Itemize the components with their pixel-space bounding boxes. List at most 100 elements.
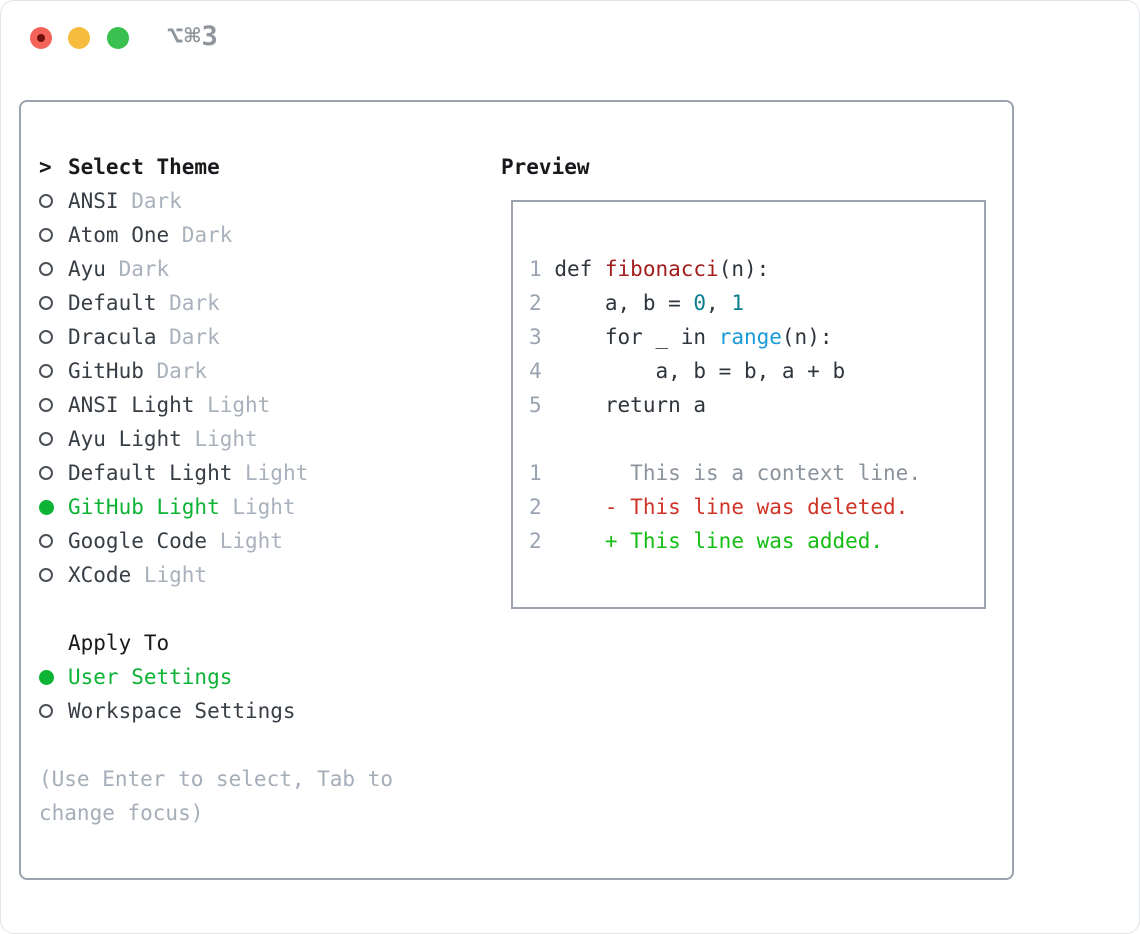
- code-line: 5 return a: [529, 388, 984, 422]
- code-token-code: (n):: [781, 325, 833, 349]
- option-label: Ayu: [68, 257, 106, 281]
- help-text-line1: (Use Enter to select, Tab to: [39, 767, 394, 791]
- code-token-builtin: range: [718, 325, 782, 349]
- spacer: [39, 728, 393, 762]
- code-token-code: a, b = b, a + b: [554, 359, 846, 383]
- option-label: Workspace Settings: [68, 699, 296, 723]
- theme-option-ansi[interactable]: ANSI Dark: [39, 184, 393, 218]
- code-token-code: (n):: [718, 257, 770, 281]
- radio-icon: [39, 499, 68, 515]
- code-token-code: for _ in: [554, 325, 719, 349]
- close-button[interactable]: [30, 27, 52, 49]
- theme-variant: Dark: [118, 257, 170, 281]
- radio-icon: [39, 296, 68, 310]
- code-line: 2 a, b = 0, 1: [529, 286, 984, 320]
- option-label: ANSI: [68, 189, 119, 213]
- line-number: 2: [529, 291, 542, 315]
- radio-icon: [39, 330, 68, 344]
- radio-icon: [39, 364, 68, 378]
- theme-variant: Dark: [169, 325, 220, 349]
- theme-variant: Light: [207, 393, 271, 417]
- zoom-button[interactable]: [107, 27, 129, 49]
- code-line: 4 a, b = b, a + b: [529, 354, 984, 388]
- apply-option-user-settings[interactable]: User Settings: [39, 660, 393, 694]
- apply-to-title: Apply To: [68, 631, 170, 655]
- theme-variant: Light: [219, 529, 283, 553]
- radio-circle: [39, 704, 53, 718]
- theme-option-google-code[interactable]: Google Code Light: [39, 524, 393, 558]
- option-label: XCode: [68, 563, 132, 587]
- theme-option-default[interactable]: Default Dark: [39, 286, 393, 320]
- line-number: 2: [529, 495, 542, 519]
- spacer: [39, 592, 393, 626]
- select-theme-title: Select Theme: [68, 155, 220, 179]
- option-label: Google Code: [68, 529, 208, 553]
- radio-circle: [39, 330, 53, 344]
- help-text-line2: change focus): [39, 801, 204, 825]
- keyboard-shortcut-label: ⌥⌘3: [167, 21, 219, 52]
- radio-circle: [39, 364, 53, 378]
- code-line: 2 - This line was deleted.: [529, 490, 984, 524]
- code-token-function: fibonacci: [604, 257, 719, 281]
- theme-option-dracula[interactable]: Dracula Dark: [39, 320, 393, 354]
- code-token-added: + This line was added.: [554, 529, 884, 553]
- theme-option-atom-one[interactable]: Atom One Dark: [39, 218, 393, 252]
- apply-option-workspace-settings[interactable]: Workspace Settings: [39, 694, 393, 728]
- code-token-code: ,: [706, 291, 732, 315]
- apply-to-header: Apply To: [39, 626, 393, 660]
- code-line: 1 This is a context line.: [529, 456, 984, 490]
- radio-icon: [39, 398, 68, 412]
- theme-variant: Dark: [181, 223, 233, 247]
- radio-circle: [39, 398, 53, 412]
- theme-variant: Dark: [156, 359, 208, 383]
- radio-icon: [39, 704, 68, 718]
- code-line: 3 for _ in range(n):: [529, 320, 984, 354]
- radio-circle: [39, 534, 53, 548]
- option-label: User Settings: [68, 665, 233, 689]
- theme-variant: Light: [232, 495, 296, 519]
- minimize-button[interactable]: [68, 27, 90, 49]
- code-line: 1 def fibonacci(n):: [529, 252, 984, 286]
- radio-circle: [39, 262, 53, 276]
- theme-option-ayu[interactable]: Ayu Dark: [39, 252, 393, 286]
- option-label: Dracula: [68, 325, 157, 349]
- radio-icon: [39, 534, 68, 548]
- theme-variant: Dark: [131, 189, 182, 213]
- code-token-code: return a: [554, 393, 707, 417]
- radio-icon: [39, 568, 68, 582]
- code-token-code: def: [554, 257, 605, 281]
- radio-icon: [39, 669, 68, 685]
- theme-option-github[interactable]: GitHub Dark: [39, 354, 393, 388]
- code-token-context: This is a context line.: [554, 461, 921, 485]
- radio-circle: [39, 466, 53, 480]
- line-number: 1: [529, 461, 542, 485]
- theme-variant: Light: [194, 427, 258, 451]
- radio-circle: [39, 194, 53, 208]
- prompt-icon: >: [39, 155, 52, 179]
- select-theme-header: > Select Theme: [39, 150, 393, 184]
- radio-selected-dot: [39, 669, 54, 685]
- code-token-number: 1: [731, 291, 744, 315]
- option-label: Atom One: [68, 223, 170, 247]
- code-line: [529, 422, 984, 456]
- radio-circle: [39, 228, 53, 242]
- option-label: GitHub: [68, 359, 144, 383]
- option-label: Default: [68, 291, 157, 315]
- radio-icon: [39, 432, 68, 446]
- radio-circle: [39, 432, 53, 446]
- code-token-number: 0: [693, 291, 707, 315]
- theme-variant: Dark: [169, 291, 220, 315]
- code-line: 2 + This line was added.: [529, 524, 984, 558]
- radio-icon: [39, 262, 68, 276]
- line-number: 1: [529, 257, 542, 281]
- code-token-deleted: - This line was deleted.: [554, 495, 909, 519]
